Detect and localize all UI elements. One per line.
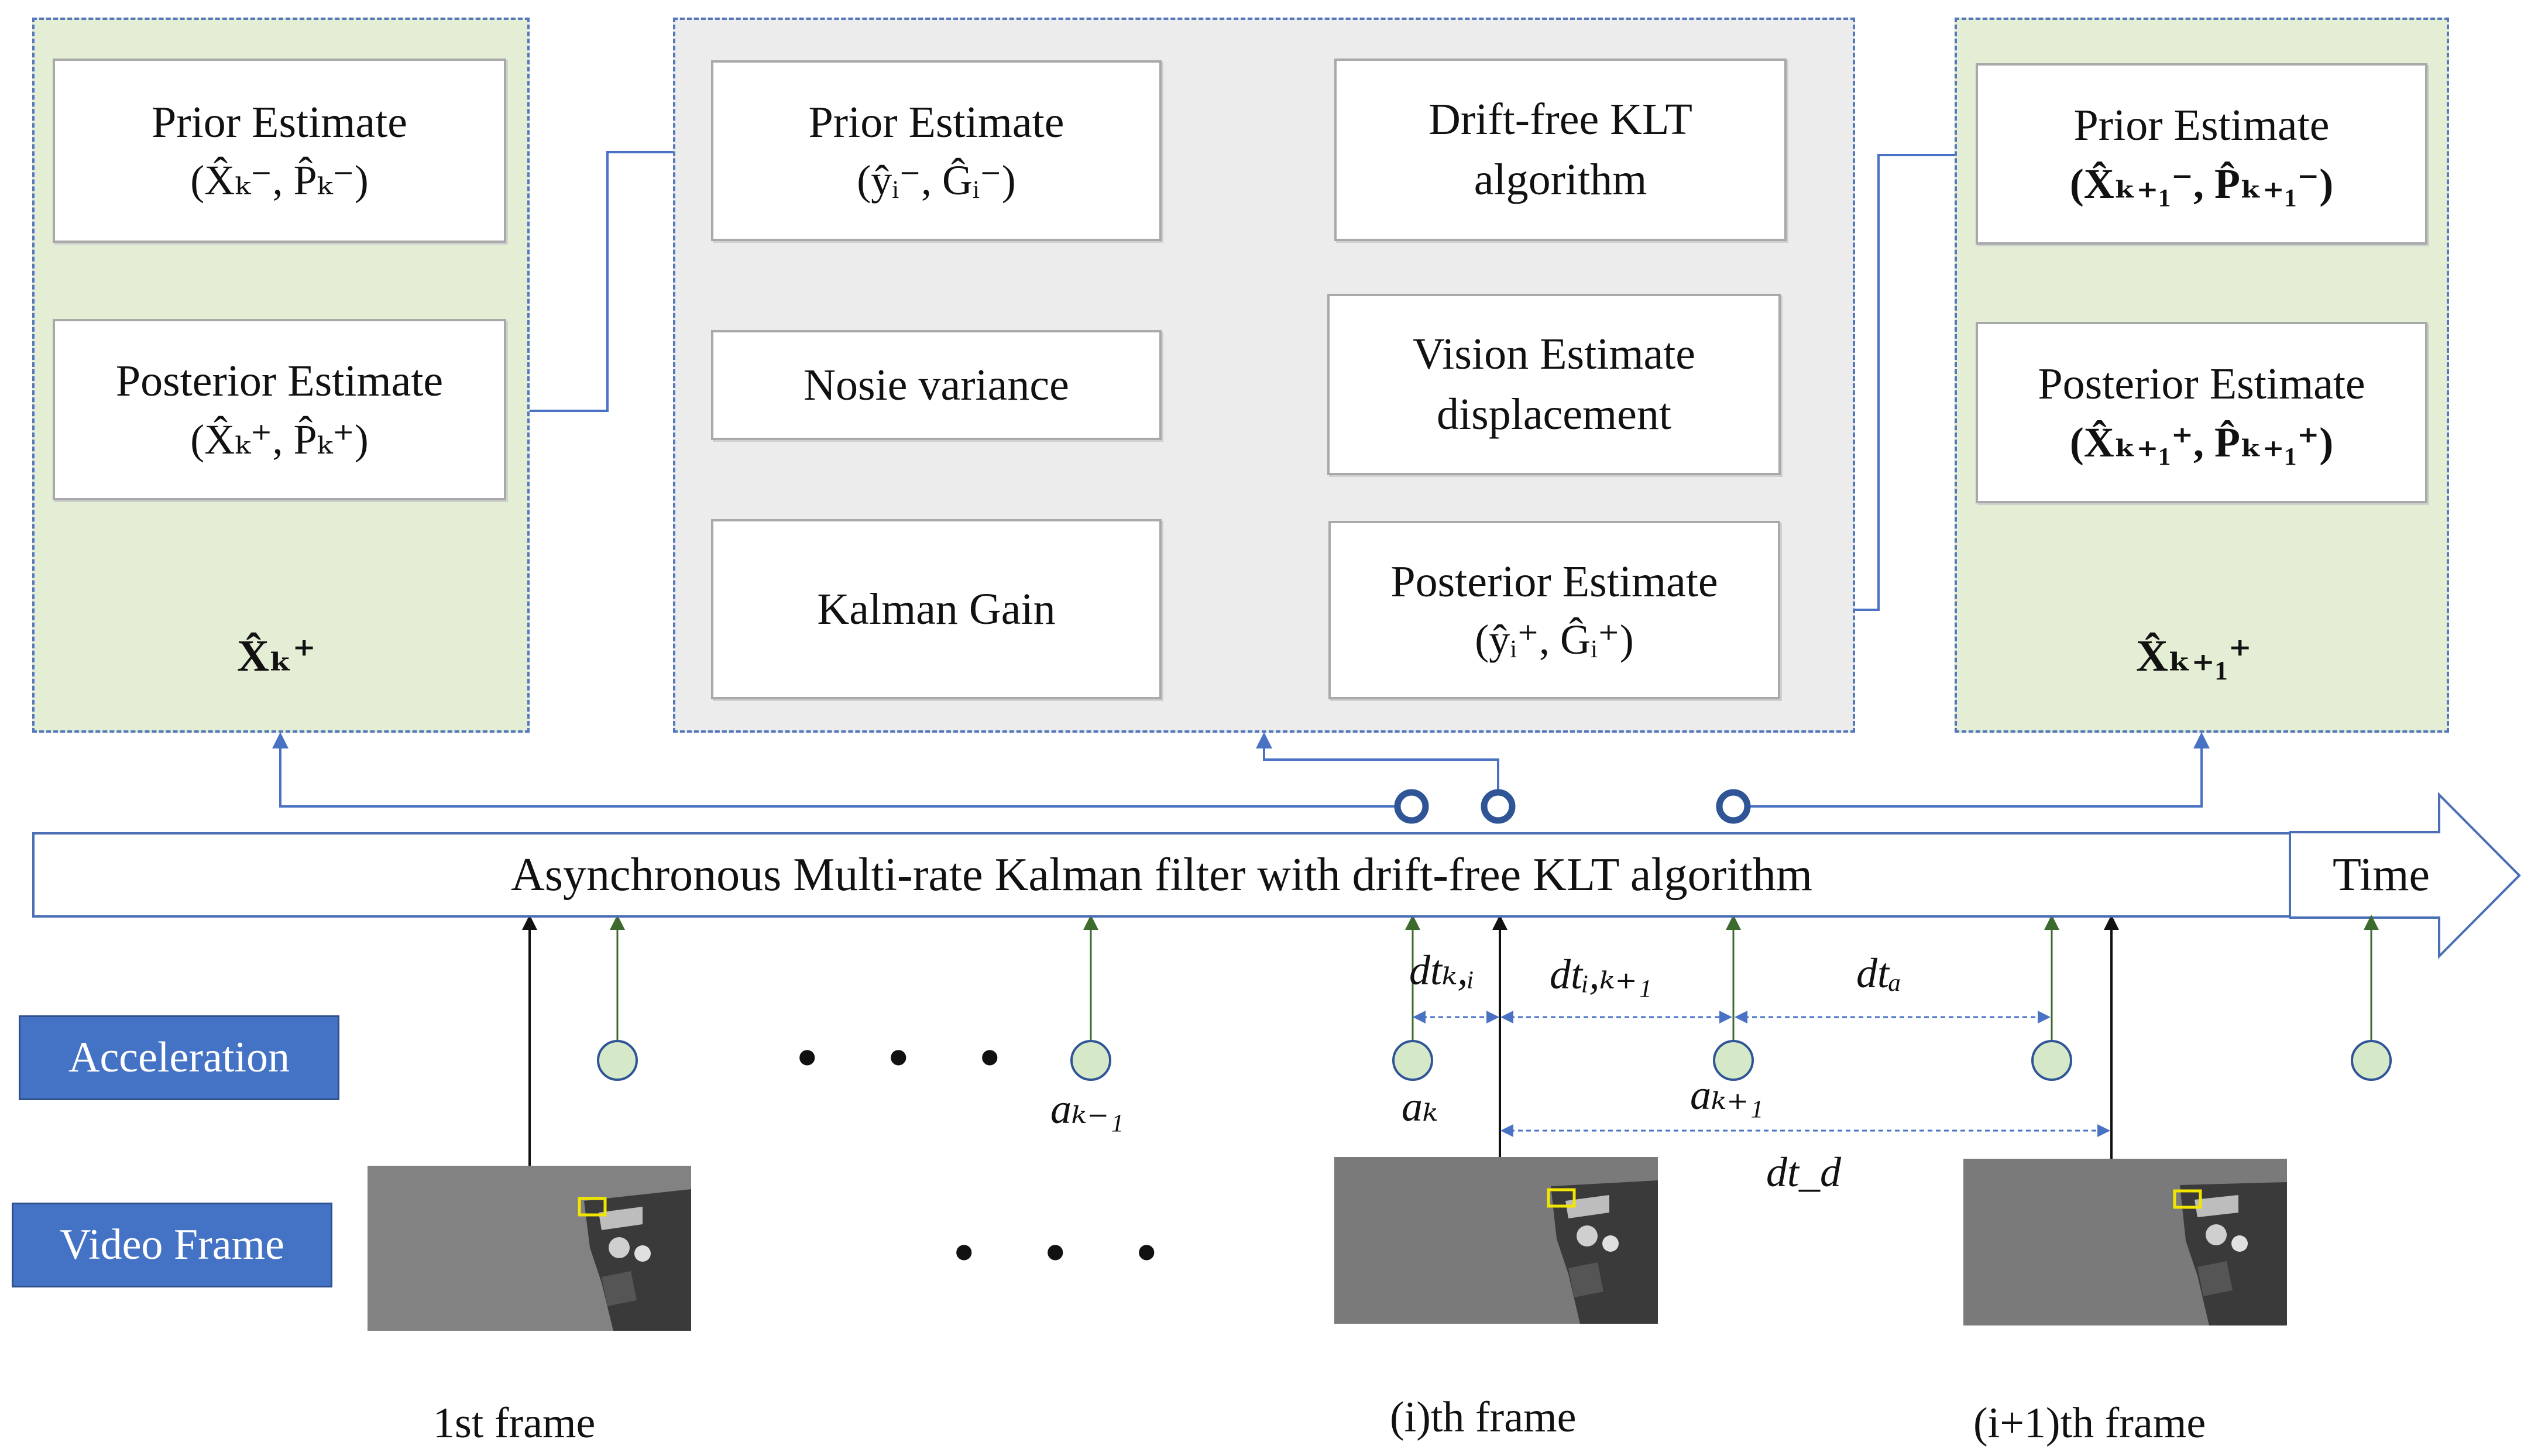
frame-image xyxy=(368,1166,691,1331)
event-marker xyxy=(1716,789,1751,824)
noise-label: Nosie variance xyxy=(803,360,1069,410)
center-prior-estimate-box: Prior Estimate (ŷᵢ⁻, Ĝᵢ⁻) xyxy=(711,60,1162,241)
frame-ellipsis: • • • xyxy=(953,1217,1184,1288)
right-prior-estimate-box: Prior Estimate (X̂ₖ₊₁⁻, P̂ₖ₊₁⁻) xyxy=(1976,63,2427,245)
center-posterior-title: Posterior Estimate xyxy=(1390,557,1718,606)
left-posterior-math: (X̂ₖ⁺, P̂ₖ⁺) xyxy=(190,415,369,463)
accel-node xyxy=(1070,1040,1111,1081)
right-posterior-estimate-box: Posterior Estimate (X̂ₖ₊₁⁺, P̂ₖ₊₁⁺) xyxy=(1976,322,2427,503)
label-dt-d: dt_d xyxy=(1766,1149,1842,1196)
left-prior-title: Prior Estimate xyxy=(152,97,407,147)
klt-algorithm-box: Drift-free KLT algorithm xyxy=(1334,59,1787,241)
left-posterior-estimate-box: Posterior Estimate (X̂ₖ⁺, P̂ₖ⁺) xyxy=(53,319,506,500)
event-marker xyxy=(1481,789,1516,824)
noise-variance-box: Nosie variance xyxy=(711,330,1162,440)
left-prior-math: (X̂ₖ⁻, P̂ₖ⁻) xyxy=(190,157,369,204)
accel-node xyxy=(2351,1040,2392,1081)
right-state-label: X̂ₖ₊₁⁺ xyxy=(2136,631,2252,681)
right-prior-math: (X̂ₖ₊₁⁻, P̂ₖ₊₁⁻) xyxy=(2069,160,2334,207)
video-frame-1st xyxy=(368,1166,691,1331)
timeline-title: Asynchronous Multi-rate Kalman filter wi… xyxy=(511,849,1812,901)
accel-node xyxy=(1713,1040,1754,1081)
vision-line2: displacement xyxy=(1437,390,1671,439)
roi-box xyxy=(2173,1189,2202,1209)
accel-ellipsis: • • • xyxy=(796,1022,1028,1093)
roi-box xyxy=(578,1197,607,1217)
acceleration-tag: Acceleration xyxy=(19,1015,339,1100)
arrow-timeline-to-left-panel xyxy=(272,732,1396,808)
frame-label-i: (i)th frame xyxy=(1390,1393,1577,1441)
center-posterior-estimate-box: Posterior Estimate (ŷᵢ⁺, Ĝᵢ⁺) xyxy=(1328,521,1780,699)
frame-image xyxy=(1334,1157,1658,1324)
center-prior-title: Prior Estimate xyxy=(808,97,1064,147)
arrow-timeline-to-right-panel xyxy=(1747,732,2210,808)
vision-estimate-box: Vision Estimate displacement xyxy=(1327,294,1781,475)
frame-label-i-plus-1: (i+1)th frame xyxy=(1973,1399,2206,1447)
label-a-k: aₖ xyxy=(1402,1083,1438,1130)
video-frame-tag: Video Frame xyxy=(12,1203,332,1287)
accel-node xyxy=(2031,1040,2072,1081)
left-prior-estimate-box: Prior Estimate (X̂ₖ⁻, P̂ₖ⁻) xyxy=(53,59,506,243)
label-dt-k-i: dtₖ,ᵢ xyxy=(1409,947,1475,994)
label-dt-i-k1: dtᵢ,ₖ₊₁ xyxy=(1550,951,1652,998)
video-frame-i-plus-1 xyxy=(1963,1159,2287,1325)
timeline-arrowhead xyxy=(2289,792,2521,959)
label-a-k-plus-1: aₖ₊₁ xyxy=(1690,1072,1764,1118)
label-a-k-minus-1: aₖ₋₁ xyxy=(1050,1086,1124,1132)
right-posterior-title: Posterior Estimate xyxy=(2038,359,2365,409)
klt-line1: Drift-free KLT xyxy=(1428,95,1692,145)
gain-label: Kalman Gain xyxy=(817,584,1056,634)
center-prior-math: (ŷᵢ⁻, Ĝᵢ⁻) xyxy=(857,157,1016,204)
timeline-bar: Asynchronous Multi-rate Kalman filter wi… xyxy=(32,832,2291,918)
arrow-timeline-to-center-panel xyxy=(1256,732,1499,792)
label-dt-a: dtₐ xyxy=(1856,950,1902,997)
right-prior-title: Prior Estimate xyxy=(2073,101,2330,150)
arrow-left-to-center xyxy=(506,144,710,412)
frame-image xyxy=(1963,1159,2287,1325)
frame-label-1st: 1st frame xyxy=(433,1399,596,1447)
left-posterior-title: Posterior Estimate xyxy=(115,356,444,406)
accel-node xyxy=(597,1040,638,1081)
left-state-label: X̂ₖ⁺ xyxy=(237,631,316,681)
klt-line2: algorithm xyxy=(1474,155,1647,204)
kalman-gain-box: Kalman Gain xyxy=(711,519,1162,699)
video-frame-i xyxy=(1334,1157,1658,1324)
time-label: Time xyxy=(2333,849,2430,901)
event-marker xyxy=(1394,789,1429,824)
accel-node xyxy=(1392,1040,1433,1081)
roi-box xyxy=(1547,1188,1576,1208)
vision-line1: Vision Estimate xyxy=(1412,329,1696,379)
right-posterior-math: (X̂ₖ₊₁⁺, P̂ₖ₊₁⁺) xyxy=(2069,418,2334,466)
center-posterior-math: (ŷᵢ⁺, Ĝᵢ⁺) xyxy=(1475,616,1634,664)
